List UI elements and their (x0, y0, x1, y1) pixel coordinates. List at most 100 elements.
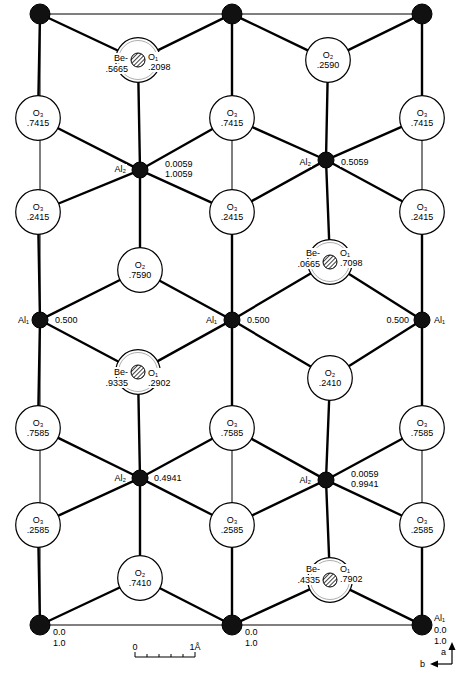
atom-name: O₂ (322, 50, 335, 60)
bond-line (147, 482, 211, 515)
atom-name: O₁ (339, 564, 364, 574)
bond-line (59, 481, 133, 515)
be-atom (323, 255, 337, 269)
oxygen-outline (118, 556, 163, 601)
bond-line (253, 483, 319, 515)
bond-line (49, 588, 119, 621)
atom-label: Al₁ (433, 613, 446, 623)
al-atom (132, 470, 148, 486)
atom-name: O₃ (32, 202, 45, 212)
bond-line (59, 173, 132, 203)
height-value: .7415 (220, 118, 245, 128)
atom-name: O₃ (32, 418, 45, 428)
unit-cell-frame (40, 14, 422, 625)
height-value: .7098 (339, 258, 364, 268)
bond-line (231, 24, 233, 95)
bond-line (421, 548, 423, 615)
al-atom (414, 312, 430, 328)
oxygen-outline (118, 248, 163, 293)
atom-label: 0.5059 (340, 157, 370, 167)
atom-label: Be- (305, 248, 321, 258)
oxygen-atom: O₃.7415 (15, 95, 61, 141)
scale-tick (147, 654, 148, 657)
height-value: .7585 (26, 428, 51, 438)
bond-line (49, 18, 117, 50)
height-value: .2585 (220, 525, 245, 535)
atom-text: O₃.2415 (399, 189, 445, 235)
atom-label: .4335 (296, 575, 321, 585)
al-atom (318, 152, 334, 168)
atom-text: O₃.7585 (399, 405, 445, 451)
oxygen-atom: O₃.7415 (209, 95, 255, 141)
atom-label: 0.0 (433, 625, 448, 635)
bond-line (253, 127, 319, 156)
oxygen-outline (400, 503, 445, 548)
atom-text: O₂.7410 (117, 555, 163, 601)
atom-text: O₂.2590 (305, 37, 351, 83)
al-atom (224, 312, 240, 328)
atom-label: Al₁ (205, 315, 218, 325)
bond-line (326, 401, 329, 472)
bond-line (421, 24, 423, 95)
bond-line (326, 83, 327, 152)
atom-text: O₁.2098 (147, 52, 172, 72)
oxygen-outline (210, 190, 255, 235)
bond-line (147, 439, 212, 474)
cell-outline (40, 14, 422, 625)
atom-text: O₁.7098 (339, 248, 364, 268)
atom-label: .9335 (104, 378, 129, 388)
atom-text: O₃.2585 (399, 502, 445, 548)
al-atom (30, 615, 50, 635)
atom-text: O₃.7585 (209, 405, 255, 451)
axis-a-line (451, 648, 452, 664)
atom-label: 0.4941 (153, 473, 183, 483)
bond-line (138, 395, 139, 470)
atom-label: 1Å (188, 642, 201, 652)
height-value: .2098 (147, 62, 172, 72)
atom-text: O₃.7585 (15, 405, 61, 451)
scale-line (135, 656, 195, 657)
atom-label: 1.0059 (164, 169, 194, 179)
be-atom (131, 53, 145, 67)
be-atom (323, 573, 337, 587)
oxygen-outline (400, 96, 445, 141)
atom-label: 0 (131, 642, 138, 652)
atom-name: O₃ (32, 515, 45, 525)
atom-name: O₃ (32, 108, 45, 118)
height-value: .2415 (410, 212, 435, 222)
atom-label: Al₁ (433, 315, 446, 325)
atom-label: Be- (305, 564, 321, 574)
bond-line (241, 18, 307, 50)
bond-line (333, 127, 401, 157)
atom-name: O₃ (416, 202, 429, 212)
bond-line (239, 324, 310, 366)
atom-name: O₃ (416, 108, 429, 118)
al-atom (132, 162, 148, 178)
oxygen-outline (306, 38, 351, 83)
atom-label: Be- (113, 53, 129, 63)
bond-line (252, 439, 319, 476)
bond-line (138, 83, 139, 162)
bond-line (38, 548, 39, 615)
atom-label: 0.500 (246, 315, 271, 325)
oxygen-atom: O₂.7590 (117, 247, 163, 293)
oxygen-outline (210, 503, 255, 548)
atom-label: Al₂ (114, 473, 128, 483)
atom-text: O₂.2410 (307, 355, 353, 401)
atom-label: a (440, 647, 447, 657)
atom-text: O₂.7590 (117, 247, 163, 293)
be-atom (131, 365, 145, 379)
atom-name: O₁ (339, 248, 364, 258)
atom-label: Be- (113, 367, 129, 377)
bond-line (139, 486, 141, 555)
height-value: .7590 (128, 270, 153, 280)
atom-text: O₁.7902 (339, 564, 364, 584)
al-atom (222, 4, 242, 24)
scale-tick (195, 652, 196, 657)
height-value: .7585 (220, 428, 245, 438)
atom-text: O₁.2902 (147, 368, 172, 388)
oxygen-atom: O₃.7585 (15, 405, 61, 451)
bonds (38, 18, 422, 621)
bond-line (333, 164, 402, 201)
